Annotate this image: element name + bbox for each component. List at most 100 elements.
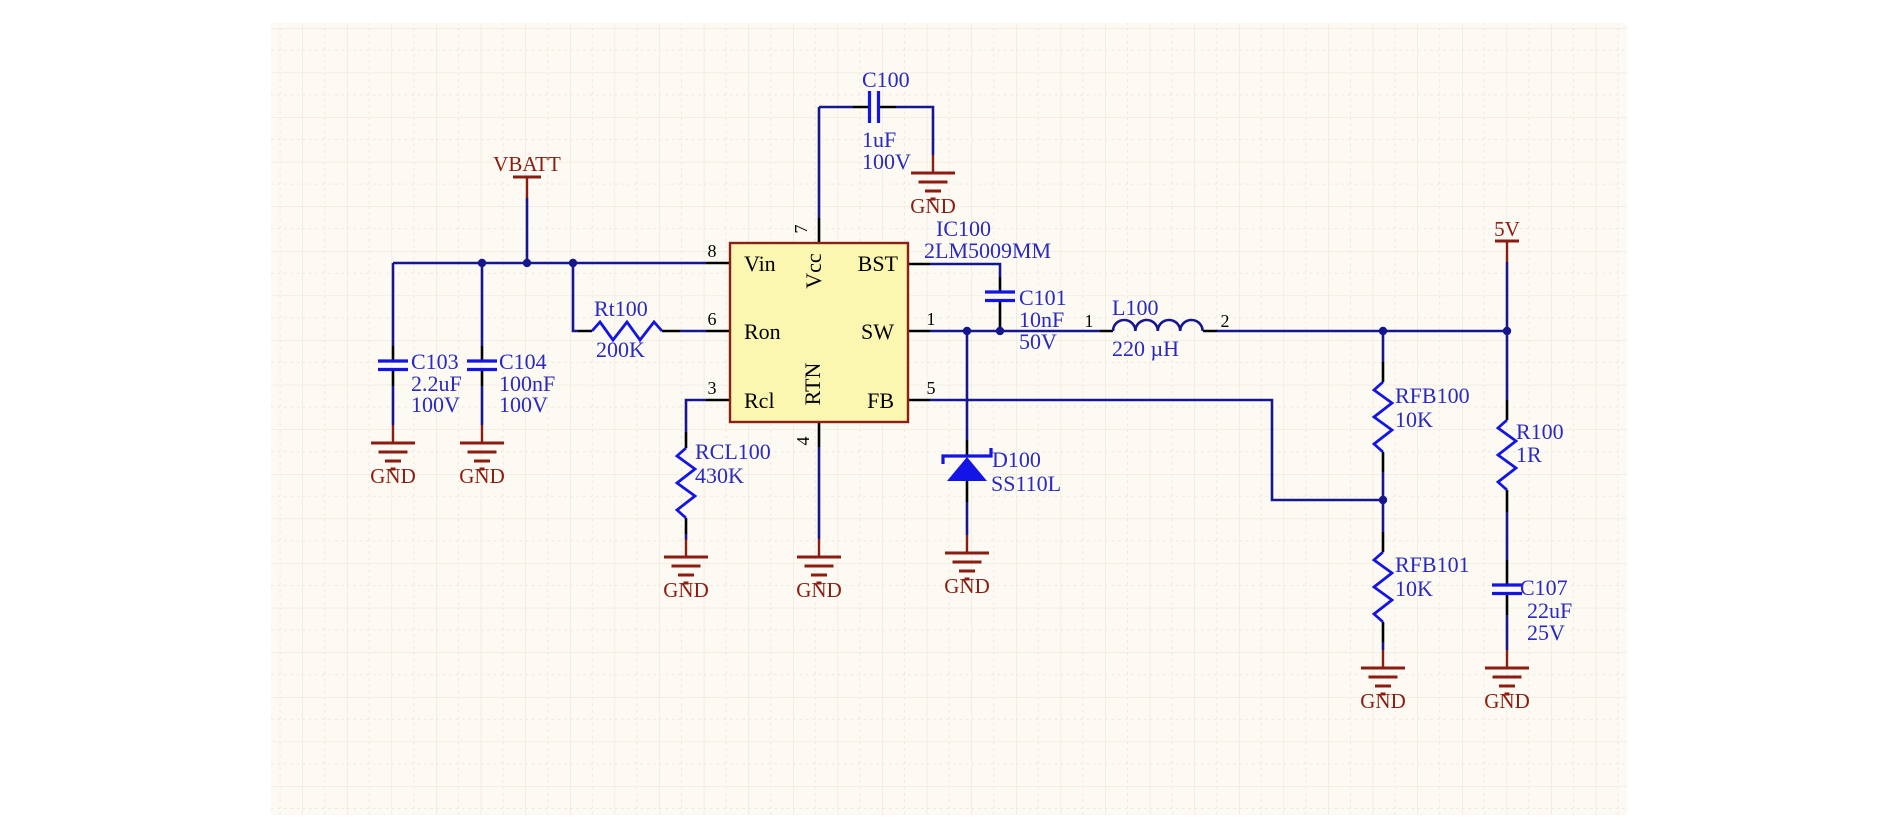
c104-rating[interactable]: 100V xyxy=(499,392,548,417)
rcl100-designator[interactable]: RCL100 xyxy=(695,439,771,464)
vbatt-label[interactable]: VBATT xyxy=(493,152,561,176)
wire-bst[interactable] xyxy=(930,262,1002,277)
ic-pin-number-3: 3 xyxy=(708,378,717,398)
component-l100[interactable]: L100 220 µH 1 2 xyxy=(1085,295,1230,361)
rfb101-zigzag[interactable] xyxy=(1371,550,1395,624)
l100-pin-number-1: 1 xyxy=(1085,311,1094,331)
ic-pin-number-8: 8 xyxy=(708,241,717,261)
junction xyxy=(1378,326,1388,336)
l100-designator[interactable]: L100 xyxy=(1112,295,1158,320)
5v-label[interactable]: 5V xyxy=(1494,217,1520,241)
d100-part[interactable]: SS110L xyxy=(991,471,1061,496)
junction xyxy=(477,258,487,268)
component-c101[interactable]: C101 10nF 50V xyxy=(985,285,1067,354)
c107-rating[interactable]: 25V xyxy=(1527,620,1565,645)
l100-coils[interactable] xyxy=(1111,318,1204,332)
rt100-designator[interactable]: Rt100 xyxy=(594,296,648,321)
c101-plates[interactable] xyxy=(985,290,1015,303)
ic-pin-name-sw: SW xyxy=(861,319,894,344)
wire-fb[interactable] xyxy=(930,398,1383,502)
c107-designator[interactable]: C107 xyxy=(1520,575,1568,600)
component-c107[interactable]: C107 22uF 25V xyxy=(1492,575,1572,645)
ic100-part-number[interactable]: 2LM5009MM xyxy=(924,238,1051,263)
d100-schottky-bar[interactable] xyxy=(941,448,993,464)
c103-value[interactable]: 2.2uF xyxy=(411,371,462,396)
c104-plates[interactable] xyxy=(467,359,497,372)
pin-stubs xyxy=(391,105,1509,642)
component-rfb101[interactable]: RFB101 10K xyxy=(1371,550,1470,624)
r100-designator[interactable]: R100 xyxy=(1516,419,1564,444)
c101-designator[interactable]: C101 xyxy=(1019,285,1067,310)
c104-designator[interactable]: C104 xyxy=(499,349,547,374)
junction xyxy=(995,326,1005,336)
rfb101-value[interactable]: 10K xyxy=(1395,576,1433,601)
component-c104[interactable]: C104 100nF 100V xyxy=(467,349,555,417)
ic-pin-name-vin: Vin xyxy=(744,251,776,276)
ic-pin-name-ron: Ron xyxy=(744,319,781,344)
ic100-designator[interactable]: IC100 xyxy=(936,216,991,241)
c101-value[interactable]: 10nF xyxy=(1019,307,1064,332)
rfb100-zigzag[interactable] xyxy=(1371,380,1395,454)
c100-designator[interactable]: C100 xyxy=(862,67,910,92)
ic-pin-number-4: 4 xyxy=(793,437,813,446)
rt100-zigzag[interactable] xyxy=(590,319,664,343)
component-rt100[interactable]: Rt100 200K xyxy=(590,296,664,362)
ic-pin-number-7: 7 xyxy=(791,225,811,234)
component-rfb100[interactable]: RFB100 10K xyxy=(1371,380,1470,454)
r100-zigzag[interactable] xyxy=(1495,418,1519,492)
wire-rt100-branch[interactable] xyxy=(571,263,706,333)
component-d100[interactable]: D100 SS110L xyxy=(941,447,1061,496)
ic-pin-number-1: 1 xyxy=(927,309,936,329)
rcl100-zigzag[interactable] xyxy=(674,446,698,520)
c104-value[interactable]: 100nF xyxy=(499,371,555,396)
d100-triangle[interactable] xyxy=(947,457,987,481)
c101-rating[interactable]: 50V xyxy=(1019,329,1057,354)
power-port-5v[interactable]: 5V xyxy=(1494,217,1520,262)
c103-rating[interactable]: 100V xyxy=(411,392,460,417)
c107-value[interactable]: 22uF xyxy=(1527,598,1572,623)
component-ic100[interactable]: Vin Ron Rcl BST SW FB Vcc RTN 8 6 3 1 5 … xyxy=(708,216,1052,446)
ic-pin-name-vcc: Vcc xyxy=(801,253,826,289)
ic-pin-number-6: 6 xyxy=(708,309,717,329)
ic-left-pin-lines xyxy=(578,261,730,402)
component-rcl100[interactable]: RCL100 430K xyxy=(674,439,771,520)
l100-value[interactable]: 220 µH xyxy=(1112,336,1179,361)
ic-pin-number-5: 5 xyxy=(927,378,936,398)
power-port-vbatt[interactable]: VBATT xyxy=(493,152,561,198)
c107-plates[interactable] xyxy=(1492,583,1522,596)
c100-rating[interactable]: 100V xyxy=(862,149,911,174)
r100-value[interactable]: 1R xyxy=(1516,442,1542,467)
c100-value[interactable]: 1uF xyxy=(862,127,896,152)
ic-right-pin-lines xyxy=(908,262,930,402)
c100-plates[interactable] xyxy=(867,91,881,123)
rfb100-designator[interactable]: RFB100 xyxy=(1395,383,1470,408)
junction xyxy=(522,258,532,268)
ic-body[interactable] xyxy=(728,241,910,424)
sheet-grid xyxy=(271,23,1627,815)
wires[interactable] xyxy=(391,105,1509,650)
c103-designator[interactable]: C103 xyxy=(411,349,459,374)
c103-c104-stubs xyxy=(391,346,484,386)
ic-pin-name-bst: BST xyxy=(858,251,899,276)
junction xyxy=(1378,495,1388,505)
junction-dots xyxy=(477,258,1512,505)
ic-pin-name-fb: FB xyxy=(867,388,894,413)
junction xyxy=(1502,326,1512,336)
rfb101-designator[interactable]: RFB101 xyxy=(1395,552,1470,577)
ic-pin-name-rcl: Rcl xyxy=(744,388,775,413)
component-c100[interactable]: C100 1uF 100V xyxy=(862,67,911,174)
component-r100[interactable]: R100 1R xyxy=(1495,418,1564,492)
wire-vcc-c100[interactable] xyxy=(817,105,935,218)
ic-pin-name-rtn: RTN xyxy=(800,363,825,406)
c100-c101-stubs xyxy=(853,105,1002,327)
c103-plates[interactable] xyxy=(378,359,408,372)
rfb100-value[interactable]: 10K xyxy=(1395,407,1433,432)
l100-pin-number-2: 2 xyxy=(1221,311,1230,331)
d100-designator[interactable]: D100 xyxy=(992,447,1041,472)
rcl100-value[interactable]: 430K xyxy=(695,463,744,488)
junction xyxy=(568,258,578,268)
component-c103[interactable]: C103 2.2uF 100V xyxy=(378,349,462,417)
rt100-value[interactable]: 200K xyxy=(596,337,645,362)
